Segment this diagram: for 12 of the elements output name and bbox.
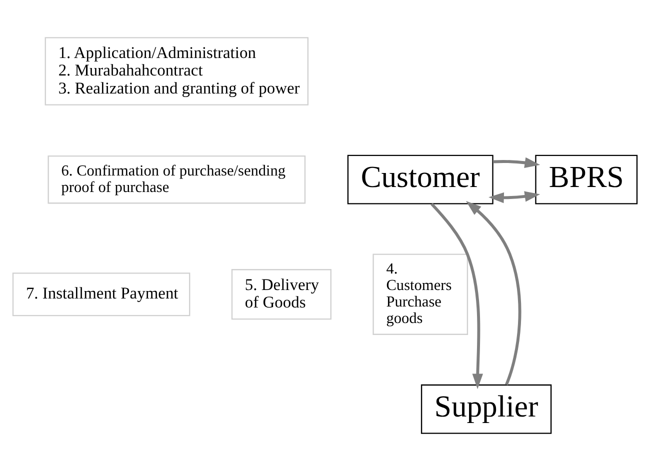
arrow	[488, 191, 540, 204]
arrow	[430, 202, 484, 390]
arrow	[466, 201, 522, 386]
node-box: 1. Application/Administration 2. Murabahahcontract 3. Realization and granting of power	[44, 37, 309, 106]
arrow	[492, 157, 540, 168]
node-box: 4. Customers Purchase goods	[372, 254, 468, 335]
node-box: 6. Confirmation of purchase/sending proof of purchase	[48, 155, 306, 204]
node-box: Supplier	[420, 384, 552, 434]
node-box: Customer	[347, 154, 494, 204]
node-box: BPRS	[535, 154, 638, 204]
node-box: 7. Installment Payment	[12, 272, 190, 316]
node-box: 5. Delivery of Goods	[231, 269, 332, 320]
